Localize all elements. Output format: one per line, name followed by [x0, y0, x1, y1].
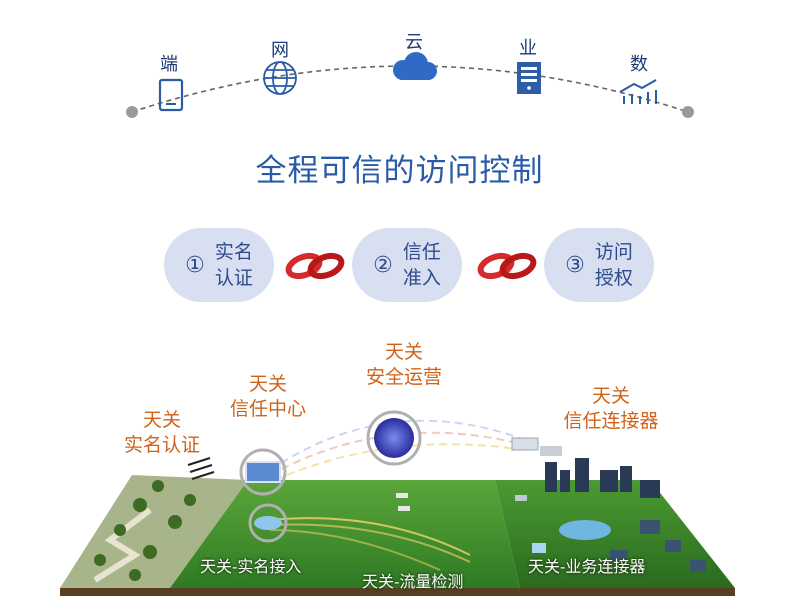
park-area — [60, 475, 248, 588]
label-identity-auth-line2: 实名认证 — [123, 434, 200, 456]
label-security-ops: 天关 安全运营 — [352, 340, 456, 390]
ground-label-business: 天关-业务连接器 — [528, 557, 646, 576]
top-arc — [126, 52, 694, 118]
tablet-icon — [158, 78, 184, 112]
label-trust-center-line2: 信任中心 — [229, 398, 306, 420]
label-security-ops-line1: 天关 — [384, 341, 423, 363]
arc-label-wang: 网 — [271, 40, 289, 61]
chain-link-icon — [477, 252, 537, 280]
label-identity-auth-line1: 天关 — [142, 409, 181, 431]
ops-globe — [374, 418, 414, 458]
cloud-icon — [393, 52, 437, 80]
step-1-line2: 认证 — [214, 267, 253, 289]
label-trust-connector-line1: 天关 — [591, 385, 630, 407]
step-2: ② 信任 准入 — [352, 228, 462, 302]
step-1-line1: 实名 — [214, 241, 253, 263]
arc-label-yun: 云 — [405, 32, 423, 53]
step-3-line2: 授权 — [594, 267, 633, 289]
access-node — [254, 516, 282, 530]
arc-left-dot — [126, 106, 138, 118]
label-trust-connector-line2: 信任连接器 — [563, 410, 659, 432]
page-title: 全程可信的访问控制 — [255, 153, 544, 189]
step-3-text: 访问 授权 — [595, 239, 633, 291]
trust-center-device — [245, 461, 281, 483]
city-area — [495, 480, 735, 588]
step-1: ① 实名 认证 — [164, 228, 274, 302]
step-2-line2: 准入 — [402, 267, 441, 289]
label-trust-center: 天关 信任中心 — [216, 372, 320, 422]
arc-right-dot — [682, 106, 694, 118]
label-security-ops-line2: 安全运营 — [365, 366, 442, 388]
network-scene — [60, 410, 735, 596]
step-1-number: ① — [185, 252, 205, 278]
label-identity-auth: 天关 实名认证 — [110, 408, 214, 458]
step-1-text: 实名 认证 — [215, 239, 253, 291]
arc-label-shu: 数 — [630, 54, 648, 75]
ground-label-access: 天关-实名接入 — [200, 557, 302, 576]
chain-link-icon — [285, 252, 345, 280]
step-2-line1: 信任 — [402, 241, 441, 263]
arc-label-duan: 端 — [160, 54, 178, 75]
step-3-number: ③ — [565, 252, 585, 278]
server-icon — [517, 62, 541, 94]
globe-icon — [263, 61, 297, 95]
ground-label-traffic: 天关-流量检测 — [362, 572, 464, 591]
arc-label-ye: 业 — [519, 38, 537, 59]
chart-icon — [619, 79, 657, 104]
step-2-number: ② — [373, 252, 393, 278]
label-trust-center-line1: 天关 — [248, 373, 287, 395]
step-3: ③ 访问 授权 — [544, 228, 654, 302]
connector-device — [511, 437, 539, 451]
step-3-line1: 访问 — [594, 241, 633, 263]
step-2-text: 信任 准入 — [403, 239, 441, 291]
label-trust-connector: 天关 信任连接器 — [546, 384, 676, 434]
